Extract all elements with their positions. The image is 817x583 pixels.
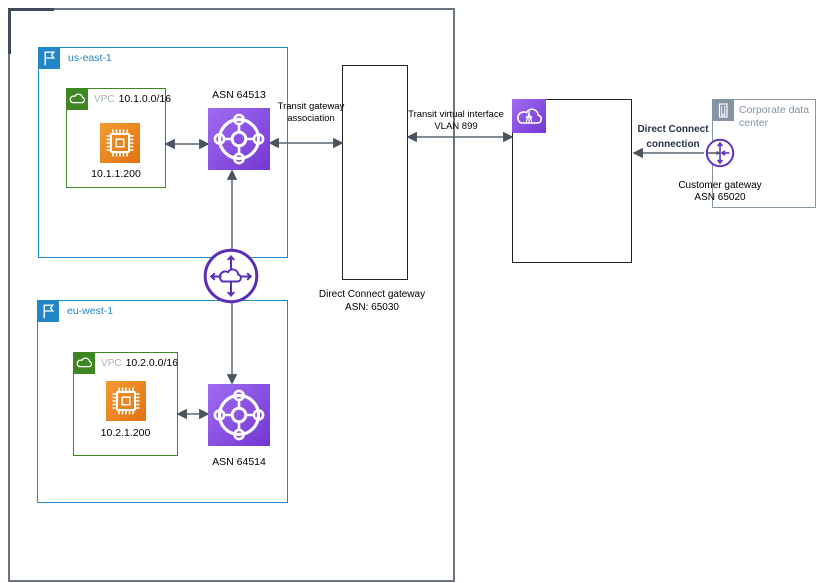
region-box-us-east-1: [38, 47, 288, 258]
dxconn-line2: connection: [646, 139, 700, 150]
dxgw-label-line1: Direct Connect gateway: [318, 289, 426, 300]
assoc-line2: association: [287, 112, 335, 124]
region-label-us-east-1: us-east-1: [68, 52, 112, 64]
ec2-instance-icon: [106, 381, 146, 421]
customer-gateway-icon: [705, 138, 735, 168]
direct-connect-location-box: [512, 99, 632, 263]
tvif-line2: VLAN 899: [434, 120, 478, 132]
tgw-asn-label-eu-west-1: ASN 64514: [212, 456, 266, 468]
region-label-eu-west-1: eu-west-1: [67, 305, 114, 317]
ec2-instance-icon: [100, 123, 140, 163]
dxgw-label-line2: ASN: 65030: [345, 301, 399, 313]
tgw-peering-icon: [203, 248, 259, 304]
tgw-asn-label-us-east-1: ASN 64513: [212, 89, 266, 101]
region-box-eu-west-1: [37, 300, 288, 503]
vpc-cidr-value: 10.2.0.0/16: [125, 357, 179, 369]
direct-connect-connection-label: Direct Connect connection: [629, 122, 717, 152]
assoc-line1: Transit gateway: [277, 101, 345, 112]
vpc-cloud-icon: [66, 88, 88, 110]
instance-ip-label: 10.1.1.200: [91, 168, 141, 180]
vpc-tag-label: VPC: [101, 358, 122, 369]
direct-connect-location-icon: [512, 99, 546, 133]
transit-gateway-icon: [208, 108, 270, 170]
tvif-line1: Transit virtual interface: [408, 109, 504, 120]
transit-virtual-interface-label: Transit virtual interface VLAN 899: [404, 109, 508, 132]
direct-connect-gateway-box: [342, 65, 408, 280]
aws-cloud-boundary: [8, 8, 455, 582]
corporate-data-center-label: Corporate data center: [739, 104, 810, 129]
vpc-box-eu-west-1: [73, 352, 178, 456]
vpc-cloud-icon: [73, 352, 95, 374]
instance-ip-label: 10.2.1.200: [100, 427, 151, 439]
customer-gateway-label: Customer gateway ASN 65020: [652, 180, 788, 204]
dxconn-line1: Direct Connect: [637, 124, 709, 135]
vpc-cidr-value: 10.1.0.0/16: [118, 93, 172, 105]
corporate-building-icon: [712, 99, 734, 121]
transit-gateway-icon: [208, 384, 270, 446]
region-flag-icon: [37, 300, 59, 322]
direct-connect-gateway-label: Direct Connect gateway ASN: 65030: [302, 289, 442, 314]
cgw-line2: ASN 65020: [694, 192, 746, 203]
aws-cloud-corner-accent: [8, 8, 54, 11]
region-flag-icon: [38, 47, 60, 69]
vpc-box-us-east-1: [66, 88, 166, 188]
cgw-line1: Customer gateway: [678, 180, 762, 191]
vpc-tag-label: VPC: [94, 94, 115, 105]
aws-cloud-corner-accent: [8, 8, 11, 54]
transit-gateway-association-label: Transit gateway association: [265, 101, 357, 124]
